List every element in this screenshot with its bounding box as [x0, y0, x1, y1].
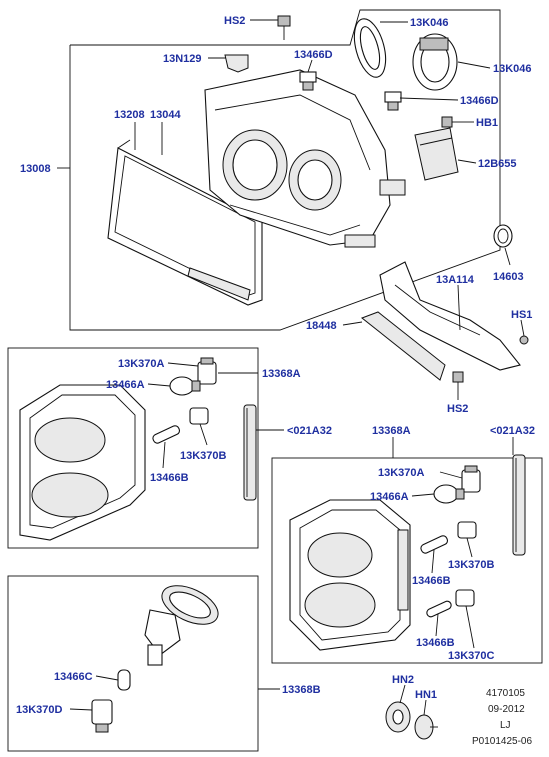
callout-13a114: 13A114 [436, 274, 475, 286]
callout-13466a-right: 13466A [370, 491, 409, 503]
seal-14603 [493, 224, 513, 248]
callout-hn2: HN2 [392, 674, 414, 686]
callout-13k370a-right: 13K370A [378, 467, 425, 479]
callout-12b655: 12B655 [478, 158, 517, 170]
nut-hn1 [414, 714, 438, 740]
headlamp-housing [204, 69, 406, 248]
diagram-reference: P0101425-06 [472, 736, 532, 747]
bulb-13466b-right-lower [426, 600, 452, 618]
callout-13k046-b: 13K046 [493, 63, 532, 75]
callout-hb1: HB1 [476, 117, 498, 129]
bulb-13466a-left [169, 376, 201, 396]
bulb-holder-13k370a-left [197, 357, 217, 385]
headlamp-group-frame [69, 9, 501, 331]
callout-13466a-left: 13466A [106, 379, 145, 391]
bulb-13466d-lower [384, 91, 402, 111]
callout-13008: 13008 [20, 163, 51, 175]
bulb-13466b-right-upper [420, 535, 449, 554]
lens-seal-021a32-right [512, 454, 526, 556]
callout-13466c: 13466C [54, 671, 93, 683]
diagram-date: 09-2012 [488, 704, 525, 715]
callout-13k370b-right: 13K370B [448, 559, 495, 571]
bulb-holder-13k370c [455, 589, 475, 607]
bulb-13466a-right [433, 484, 465, 504]
callout-13k370c: 13K370C [448, 650, 495, 662]
callout-13k370a-left: 13K370A [118, 358, 165, 370]
callout-13n129: 13N129 [163, 53, 202, 65]
diagram-code: LJ [500, 720, 511, 731]
callout-hn1: HN1 [415, 689, 437, 701]
callout-13466b-right-2: 13466B [416, 637, 455, 649]
screw-hs2-bottom [452, 371, 464, 392]
callout-hs2-bottom: HS2 [447, 403, 468, 415]
callout-hs2-top: HS2 [224, 15, 245, 27]
side-marker-lens-13368b [161, 585, 219, 625]
callout-18448: 18448 [306, 320, 337, 332]
callout-13466d-b: 13466D [460, 95, 499, 107]
trim-strip-18448 [360, 311, 446, 381]
callout-13368a-left: 13368A [262, 368, 301, 380]
side-marker-housing [144, 609, 181, 666]
bulb-13466c [117, 669, 131, 691]
callout-13368b: 13368B [282, 684, 321, 696]
rear-lamp-right-frame [271, 457, 543, 664]
callout-13044: 13044 [150, 109, 181, 121]
screw-hb1 [441, 116, 462, 128]
bulb-13466b-left [152, 425, 181, 444]
callout-13368a-right: 13368A [372, 425, 411, 437]
bulb-holder-13k370d [91, 699, 113, 733]
bulb-holder-13k370b-left [189, 407, 209, 425]
ballast-module-12b655 [414, 127, 459, 181]
leader-lines [57, 19, 525, 716]
callout-13466d-a: 13466D [294, 49, 333, 61]
bulb-holder-13k370a-right [461, 465, 481, 493]
side-marker-frame [7, 575, 259, 752]
mounting-bracket-13a114 [379, 261, 521, 371]
seal-ring-13k046-a [353, 18, 387, 78]
callout-021a32-left: <021A32 [287, 425, 332, 437]
rear-lamp-right [289, 499, 411, 651]
rear-lamp-left [19, 384, 146, 541]
screw-hs2-top [277, 15, 291, 40]
lens-seal-021a32-left [243, 404, 257, 501]
callout-13466b-left: 13466B [150, 472, 189, 484]
callout-13k046-a: 13K046 [410, 17, 449, 29]
rear-lamp-left-frame [7, 347, 259, 549]
nut-hn2 [385, 701, 411, 733]
callout-13466b-right-1: 13466B [412, 575, 451, 587]
callout-13k370d: 13K370D [16, 704, 63, 716]
callout-14603: 14603 [493, 271, 524, 283]
screw-hs1 [519, 335, 529, 345]
headlamp-lens [107, 139, 271, 306]
bracket-13n129 [224, 54, 249, 73]
bulb-holder-13k370b-right [457, 521, 477, 539]
seal-ring-13k046-b [412, 33, 458, 91]
callout-13208: 13208 [114, 109, 145, 121]
callout-021a32-right: <021A32 [490, 425, 535, 437]
callout-13k370b-left: 13K370B [180, 450, 227, 462]
callout-hs1: HS1 [511, 309, 532, 321]
diagram-number: 4170105 [486, 688, 525, 699]
